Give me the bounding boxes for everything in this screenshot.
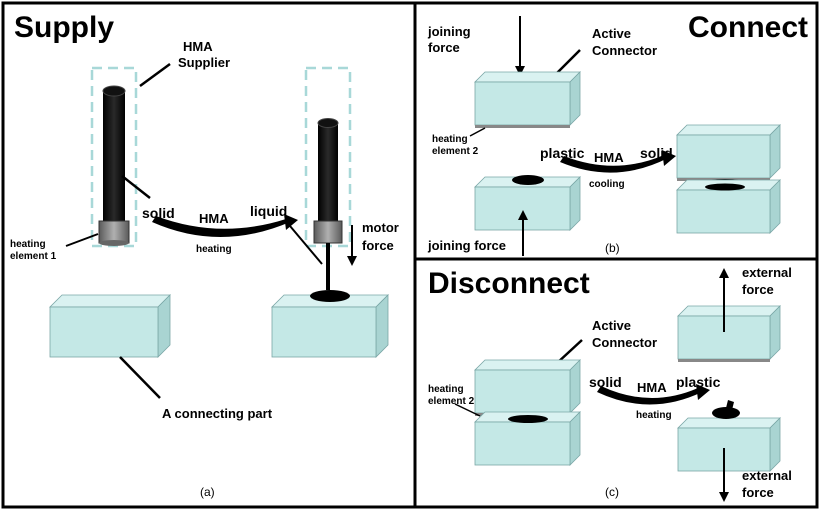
- supply-arrowhead: [284, 214, 298, 230]
- disconnect-hma-label: HMA: [637, 380, 667, 395]
- hma-rod-2: [313, 118, 343, 290]
- disconnect-heating-element-line2: element 2: [428, 396, 475, 407]
- hma-deposit: [310, 290, 350, 302]
- connect-heating-element-line1: heating: [432, 134, 468, 145]
- liquid-stream: [326, 243, 330, 290]
- disconnect-connector-block: [677, 305, 781, 362]
- supply-hma-label: HMA: [199, 211, 229, 226]
- connect-active-connector-line1: Active: [592, 26, 631, 41]
- heating-element-1-leader: [65, 233, 99, 247]
- disconnect-heating-element-line1: heating: [428, 384, 464, 395]
- disconnect-part-block: [677, 400, 781, 472]
- connect-hma-blob: [512, 175, 544, 185]
- connect-connector-block: [474, 71, 581, 128]
- joining-force-top-label-line1: joining: [427, 24, 471, 39]
- connect-heating-element-strip: [475, 125, 570, 128]
- external-force-top-line1: external: [742, 265, 792, 280]
- connecting-part-label: A connecting part: [162, 406, 273, 421]
- external-force-top-line2: force: [742, 282, 774, 297]
- connect-cooling-label: cooling: [589, 179, 625, 190]
- heating-element-2-nozzle: [313, 220, 343, 244]
- disconnect-plastic-label: plastic: [676, 374, 721, 390]
- heating-element-1-label-line2: element 1: [10, 251, 57, 262]
- disconnect-panel: Disconnect Active Connector heating elem…: [428, 265, 792, 502]
- connect-hma-label: HMA: [594, 150, 624, 165]
- supply-heating-label: heating: [196, 244, 232, 255]
- disconnect-solid-label: solid: [589, 374, 622, 390]
- supply-caption: (a): [200, 485, 215, 499]
- connecting-part-block-left: [49, 294, 171, 358]
- disconnect-active-connector-line1: Active: [592, 318, 631, 333]
- external-force-bottom-line1: external: [742, 468, 792, 483]
- connect-part-block: [474, 175, 581, 231]
- disconnect-active-connector-line2: Connector: [592, 335, 657, 350]
- hma-supplier-label-line2: Supplier: [178, 55, 230, 70]
- disconnect-transition-arrow: [597, 386, 702, 405]
- connect-title: Connect: [688, 11, 808, 44]
- hma-rod-1: [98, 85, 130, 246]
- connect-panel: Connect joining force Active Connector h…: [427, 11, 808, 256]
- connect-caption: (b): [605, 241, 620, 255]
- disconnect-arrowhead: [696, 384, 710, 400]
- liquid-leader-line: [289, 225, 323, 265]
- connect-solid-label: solid: [640, 145, 673, 161]
- supply-title: Supply: [14, 11, 114, 44]
- joining-force-top-label-line2: force: [428, 40, 460, 55]
- hma-supplier-label-line1: HMA: [183, 39, 213, 54]
- disconnect-hma-residue: [712, 407, 740, 419]
- connecting-part-leader: [119, 356, 161, 399]
- connect-heating-element-line2: element 2: [432, 146, 479, 157]
- motor-force-label-line2: force: [362, 238, 394, 253]
- connect-plastic-label: plastic: [540, 145, 585, 161]
- supply-solid-label: solid: [142, 205, 175, 221]
- heating-element-1-label-line1: heating: [10, 239, 46, 250]
- joining-force-bottom-label: joining force: [427, 238, 506, 253]
- connect-joined-stack: [676, 124, 781, 234]
- supply-liquid-label: liquid: [250, 203, 287, 219]
- external-force-bottom-line2: force: [742, 485, 774, 500]
- connect-arrowhead: [662, 150, 676, 166]
- supply-panel: Supply HMA Supplier heating element 1: [10, 11, 399, 499]
- supply-transition-arrow: [152, 216, 290, 237]
- supplier-leader-line: [139, 62, 171, 88]
- connect-transition-arrow: [560, 155, 668, 173]
- connect-active-connector-line2: Connector: [592, 43, 657, 58]
- disconnect-heating-label: heating: [636, 410, 672, 421]
- disconnect-joined-stack: [474, 359, 581, 466]
- connecting-part-block-right: [271, 290, 389, 358]
- disconnect-caption: (c): [605, 485, 619, 499]
- solid-leader-line: [121, 175, 151, 199]
- disconnect-title: Disconnect: [428, 267, 590, 300]
- heating-element-1-nozzle: [98, 220, 130, 244]
- connect-heating-element-leader: [469, 127, 486, 137]
- motor-force-label-line1: motor: [362, 220, 399, 235]
- disconnect-heating-element-leader: [454, 403, 481, 417]
